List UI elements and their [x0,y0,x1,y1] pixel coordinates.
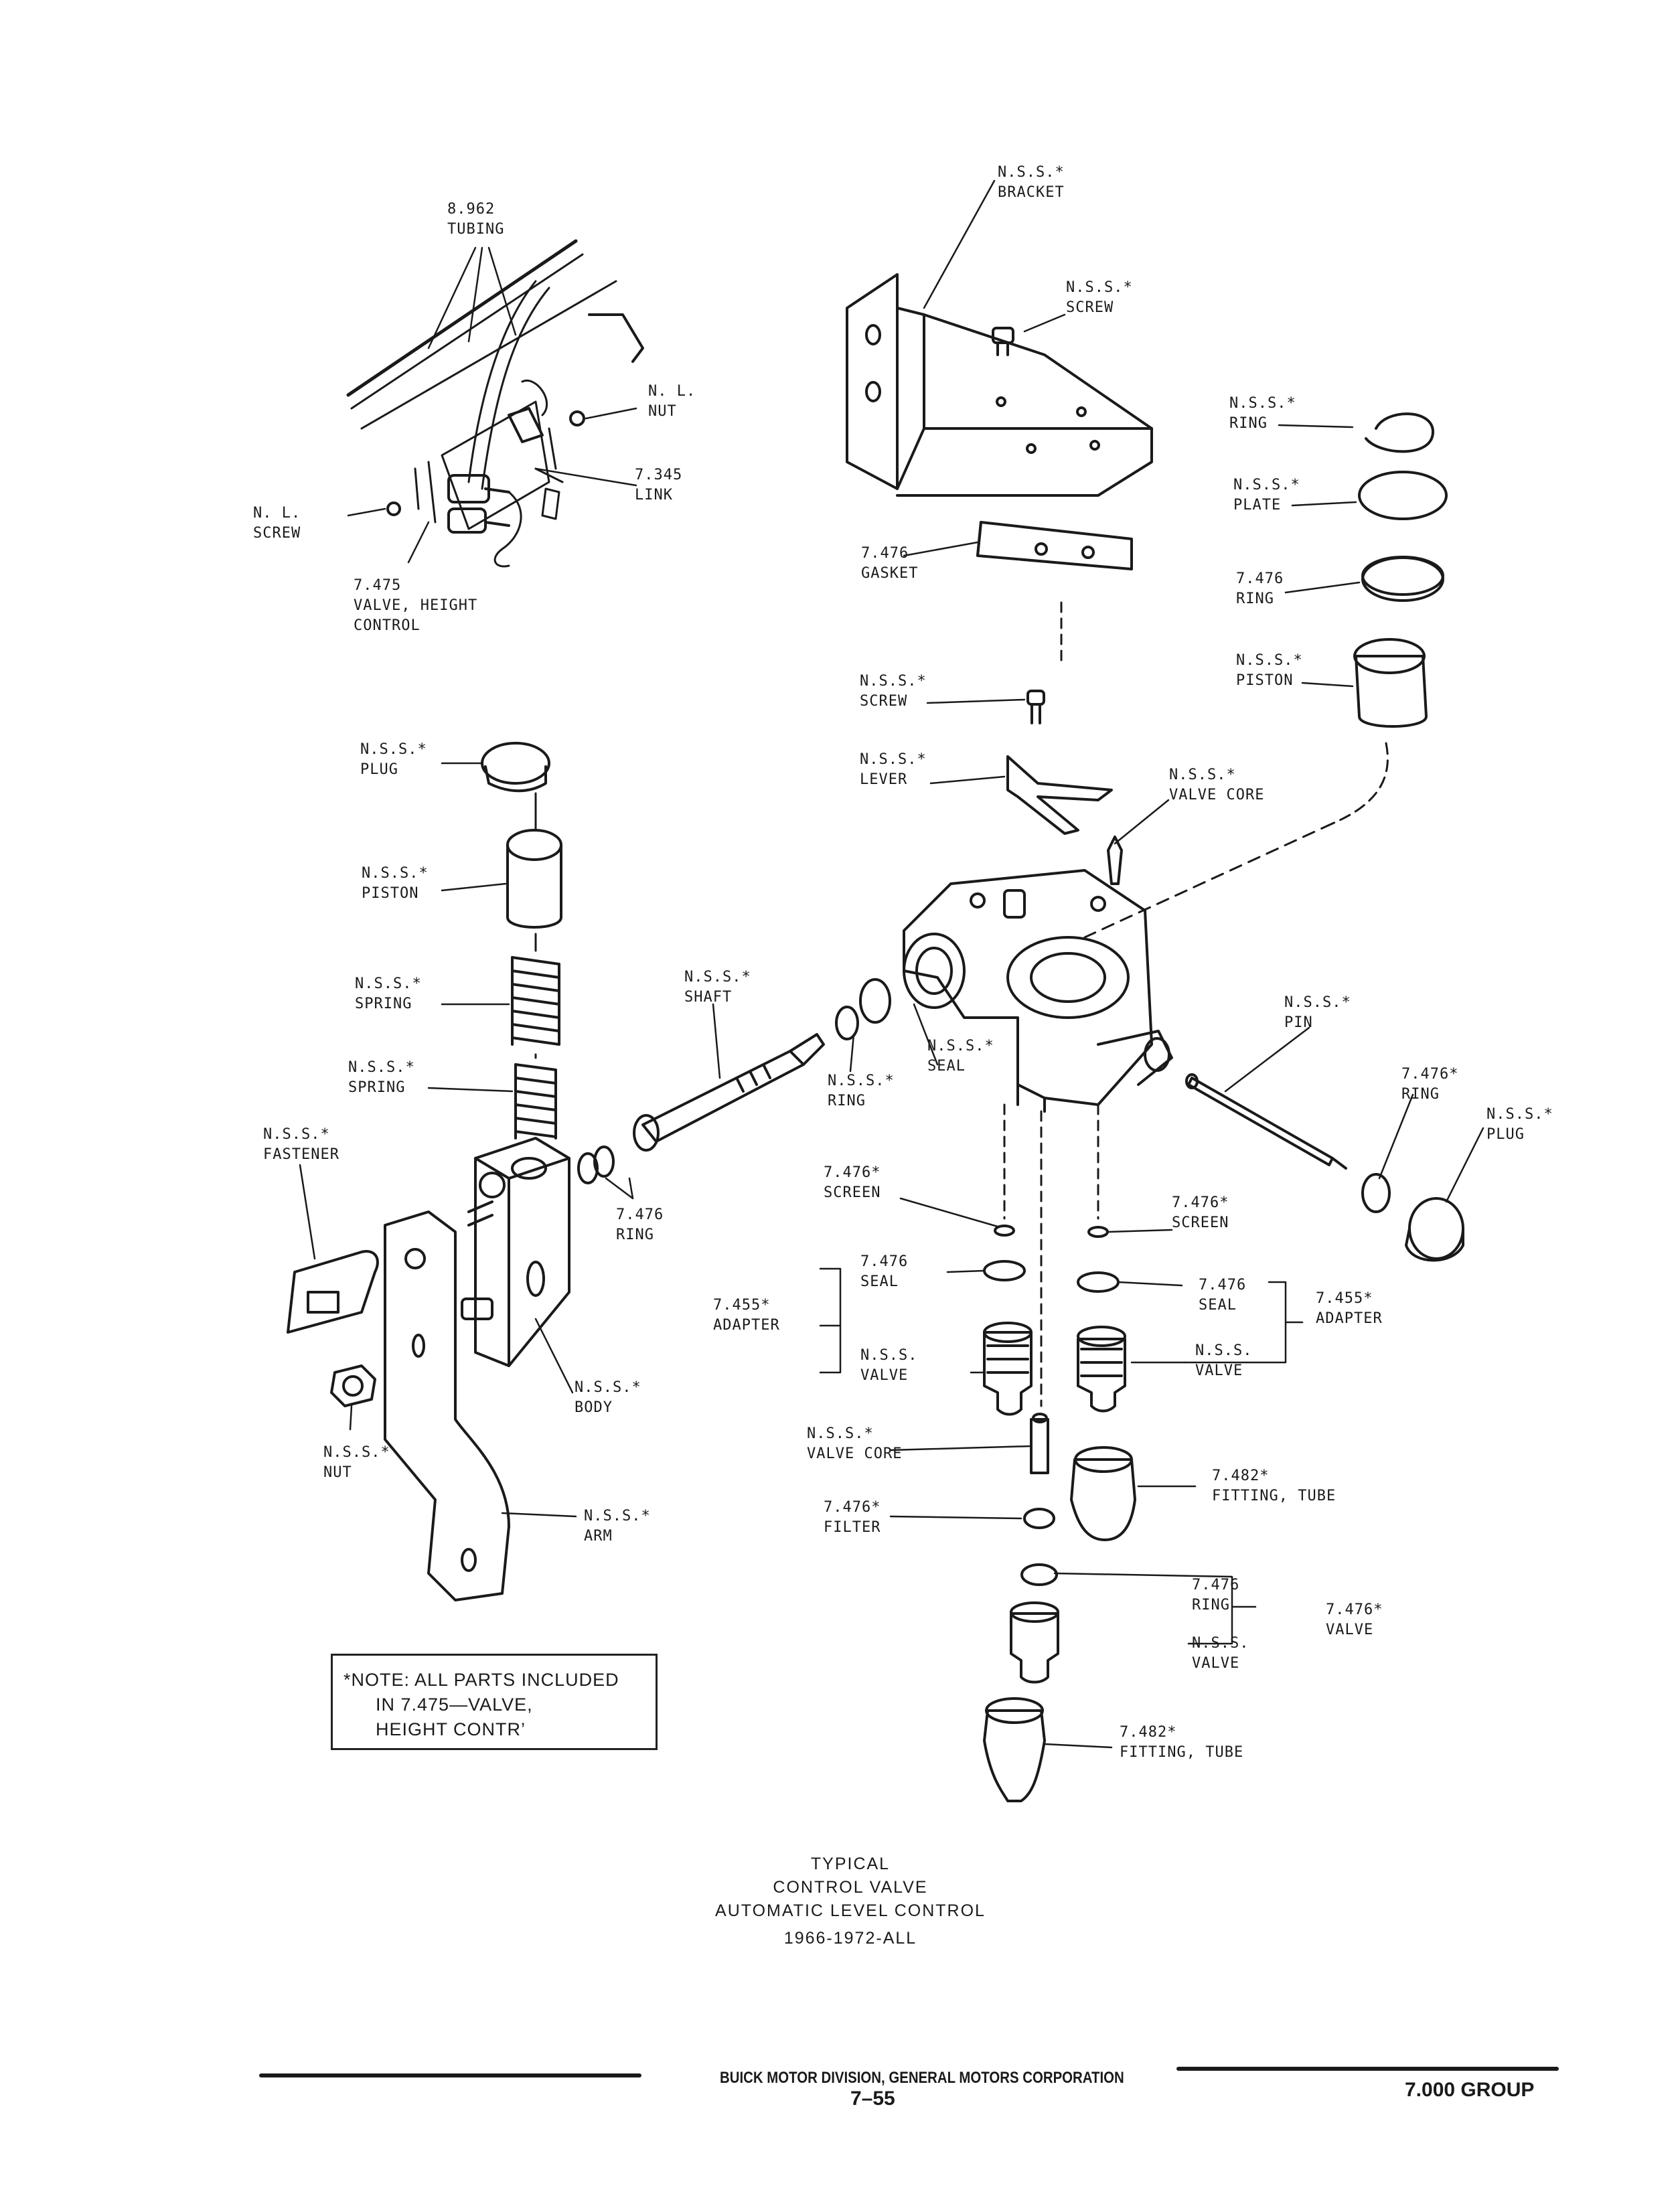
footer-group: 7.000 GROUP [1405,2079,1535,2101]
label-valve-7476: 7.476*VALVE [1326,1601,1383,1638]
label-nl-nut: N. L.NUT [648,383,696,420]
note-line-2: IN 7.475—VALVE, [376,1695,533,1715]
label-lever: N.S.S.*LEVER [860,751,927,788]
diagram-title: TYPICAL CONTROL VALVE AUTOMATIC LEVEL CO… [683,1853,1018,1950]
shaft-assembly [577,978,891,1184]
label-plate: N.S.S.*PLATE [1233,477,1300,514]
label-fastener: N.S.S.*FASTENER [263,1126,339,1163]
label-spring-1: N.S.S.*SPRING [355,975,422,1012]
label-piston-right: N.S.S.*PISTON [1236,652,1303,689]
label-screw-top: N.S.S.*SCREW [1066,279,1133,316]
label-seal-nss: N.S.S.*SEAL [927,1038,994,1075]
label-bracket: N.S.S.*BRACKET [998,164,1065,201]
label-fitting-tube-1: 7.482*FITTING, TUBE [1212,1468,1337,1504]
adapters [983,1103,1126,1416]
label-valve-core-low: N.S.S.*VALVE CORE [807,1425,903,1462]
label-valve-core-top: N.S.S.*VALVE CORE [1169,767,1265,803]
lower-fittings [983,1110,1136,1802]
label-ring-nss: N.S.S.*RING [828,1073,895,1109]
note-line-3: HEIGHT CONTR’ [376,1719,526,1739]
label-screw-mid: N.S.S.*SCREW [860,673,927,710]
label-filter: 7.476*FILTER [824,1499,881,1536]
note-line-1: *NOTE: ALL PARTS INCLUDED [343,1670,619,1690]
title-line-3: AUTOMATIC LEVEL CONTROL [715,1901,986,1920]
label-valve-nss-low: N.S.S.VALVE [1192,1635,1249,1672]
label-pin: N.S.S.*PIN [1284,994,1351,1031]
label-ring-right: 7.476*RING [1401,1066,1459,1103]
label-plug-left: N.S.S.*PLUG [360,741,427,778]
label-body: N.S.S.*BODY [575,1379,641,1416]
pin-plug [1185,1073,1464,1262]
leader-lines [299,179,1484,1749]
label-adapter-left: 7.455*ADAPTER [713,1297,780,1334]
label-spring-2: N.S.S.*SPRING [348,1059,415,1096]
label-fitting-tube-2: 7.482*FITTING, TUBE [1120,1724,1244,1761]
label-screen-right: 7.476*SCREEN [1172,1194,1229,1231]
bracket-assembly [846,273,1153,885]
label-valve-right: N.S.S.VALVE [1195,1342,1253,1379]
title-line-2: CONTROL VALVE [773,1878,928,1897]
body-arm-assembly [287,1137,570,1601]
note-box: *NOTE: ALL PARTS INCLUDED IN 7.475—VALVE… [331,1654,658,1750]
title-line-4: 1966-1972-ALL [783,1929,917,1948]
footer-division: BUICK MOTOR DIVISION, GENERAL MOTORS COR… [720,2069,1124,2087]
label-nl-screw: N. L.SCREW [253,505,301,542]
label-piston-left: N.S.S.*PISTON [362,865,429,902]
label-ring-top: N.S.S.*RING [1229,395,1296,432]
label-arm: N.S.S.*ARM [584,1508,651,1545]
left-column-parts [481,742,562,1139]
label-nut-left: N.S.S.*NUT [323,1444,390,1481]
right-column-parts [1083,412,1448,939]
valve-body-casting [903,869,1173,1113]
footer-page-number: 7–55 [850,2088,895,2110]
title-line-1: TYPICAL [810,1855,891,1873]
label-shaft: N.S.S.*SHAFT [684,969,751,1006]
label-screen-left: 7.476*SCREEN [824,1164,881,1201]
label-valve-left: N.S.S.VALVE [860,1347,918,1384]
installation-inset [346,239,644,568]
label-plug-right: N.S.S.*PLUG [1486,1106,1553,1143]
label-adapter-right: 7.455*ADAPTER [1316,1290,1383,1327]
